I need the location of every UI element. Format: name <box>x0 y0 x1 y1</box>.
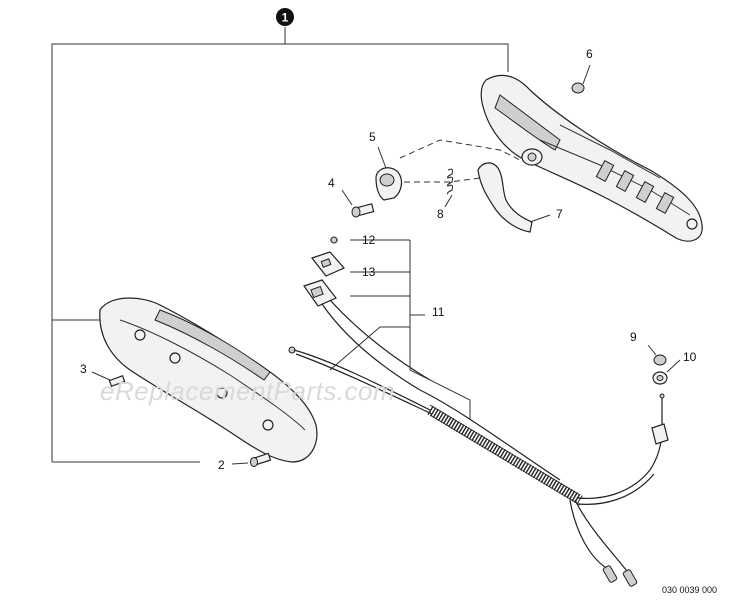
throttle-cable <box>288 346 669 587</box>
callout-2: 2 <box>218 458 225 472</box>
callout-3: 3 <box>80 362 87 376</box>
callout-labels: 2 3 4 5 6 7 8 9 10 11 12 13 <box>80 47 697 472</box>
assembly-bracket <box>51 27 509 463</box>
callout-7: 7 <box>556 207 563 221</box>
callout-8: 8 <box>437 207 444 221</box>
assembly-number: 1 <box>282 11 289 25</box>
callout-11: 11 <box>432 305 445 319</box>
callout-4: 4 <box>328 176 335 190</box>
part-7-trigger <box>477 162 551 233</box>
callout-5: 5 <box>369 130 376 144</box>
callout-9: 9 <box>630 330 637 344</box>
lower-handle-half <box>99 297 318 463</box>
part-3-screw <box>91 371 126 387</box>
switch-and-harness <box>303 240 561 481</box>
callout-13: 13 <box>362 265 376 279</box>
part-2-bolt <box>231 452 272 467</box>
callout-12: 12 <box>362 233 376 247</box>
watermark: eReplacementParts.com <box>100 376 395 406</box>
callout-6: 6 <box>586 47 593 61</box>
part-9-nut <box>647 344 667 366</box>
part-12-screw <box>330 236 410 244</box>
upper-handle-half <box>480 74 703 242</box>
part-8-spring <box>444 168 453 208</box>
part-5-clamp <box>375 146 403 201</box>
drawing-code: 030 0039 000 <box>662 585 717 595</box>
part-10-nut <box>652 359 681 385</box>
part-6-nut <box>571 64 591 94</box>
part-4-bolt <box>341 189 375 218</box>
callout-10: 10 <box>683 350 697 364</box>
upper-dashed-guides <box>399 139 521 183</box>
part-13-cover <box>311 251 410 277</box>
assembly-number-badge: 1 <box>276 8 294 26</box>
